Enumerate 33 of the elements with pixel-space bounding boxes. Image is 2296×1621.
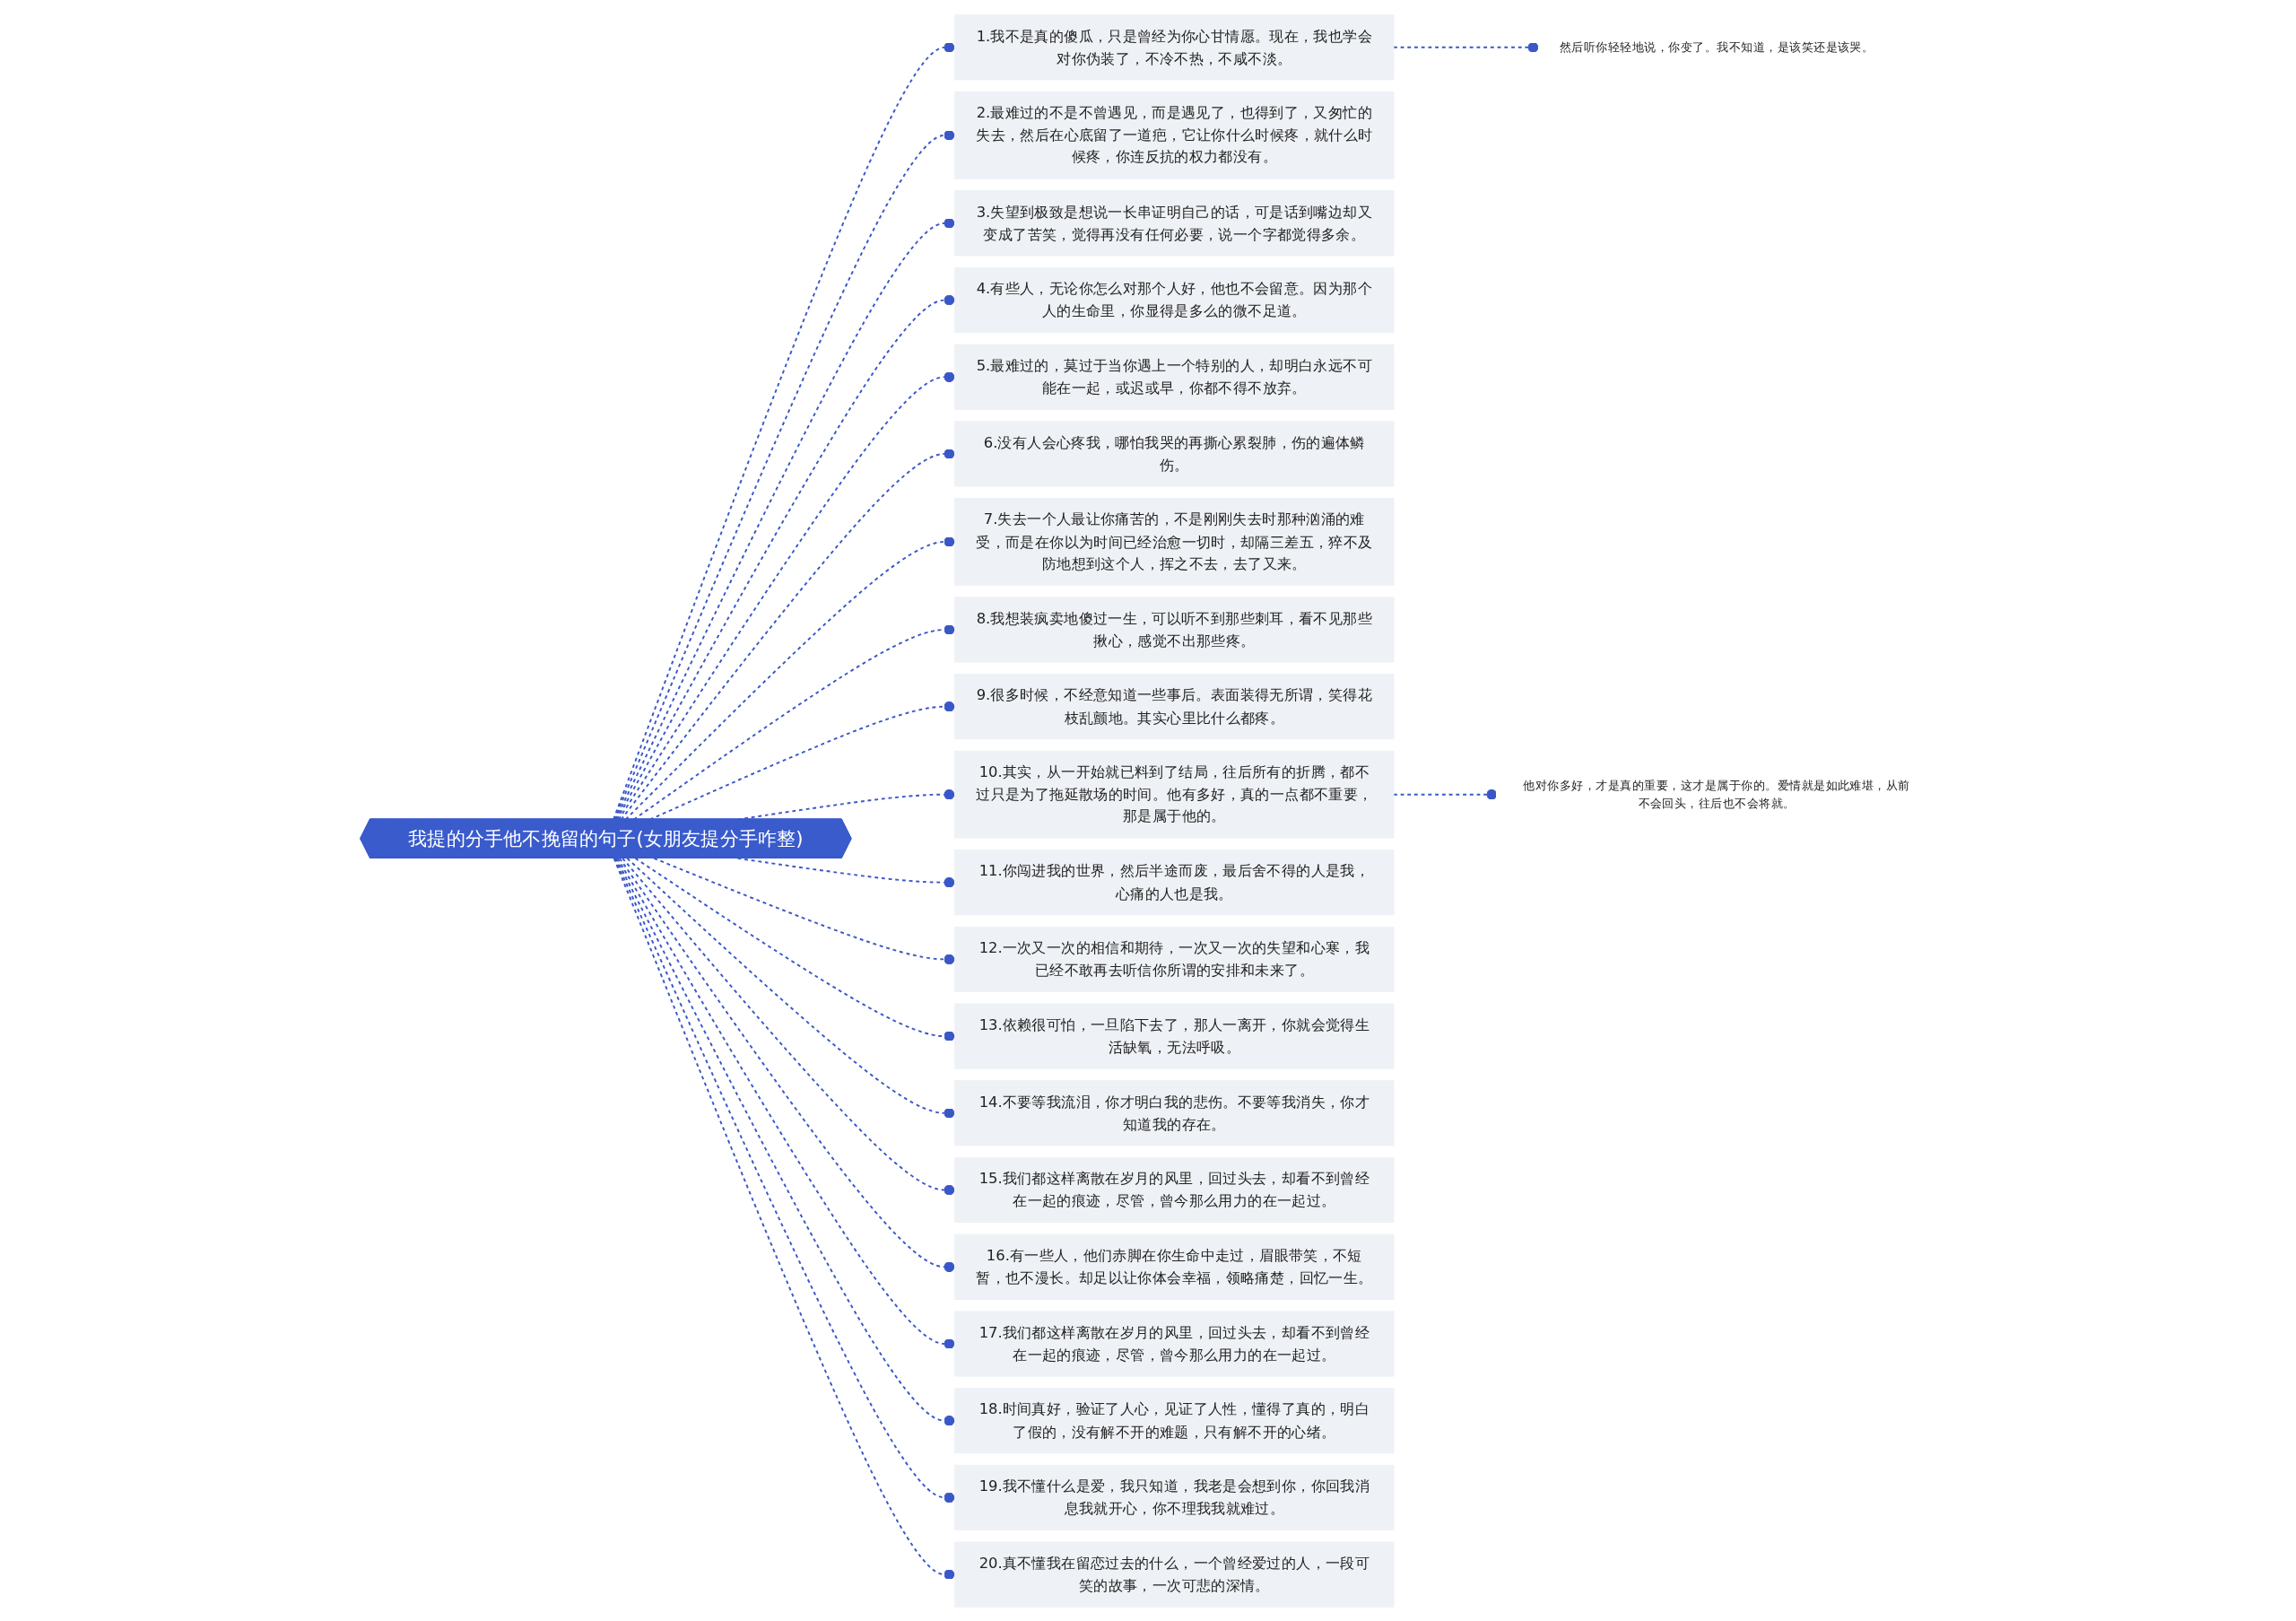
connector bbox=[622, 857, 956, 1195]
node-box: 12.一次又一次的相信和期待，一次又一次的失望和心寒，我已经不敢再去听信你所谓的安排和未来了。 bbox=[953, 926, 1395, 992]
connector bbox=[1392, 41, 1540, 53]
node-box: 20.真不懂我在留恋过去的什么，一个曾经爱过的人，一段可笑的故事，一次可悲的深情。 bbox=[953, 1541, 1395, 1608]
node-box: 15.我们都这样离散在岁月的风里，回过头去，却看不到曾经在一起的痕迹，尽管，曾今那么用力的在一起过。 bbox=[953, 1156, 1395, 1223]
connector bbox=[653, 857, 956, 964]
node-box: 10.其实，从一开始就已料到了结局，往后所有的折腾，都不过只是为了拖延散场的时间。他有多好，真的一点都不重要，那是属于他的。 bbox=[953, 750, 1395, 839]
connector bbox=[632, 623, 956, 820]
connector bbox=[626, 857, 956, 1119]
connector bbox=[1392, 789, 1499, 800]
node-box: 3.失望到极致是想说一长串证明自己的话，可是话到嘴边却又变成了苦笑，觉得再没有任何必要，说一个字都觉得多余。 bbox=[953, 189, 1395, 256]
node-text: 然后听你轻轻地说，你变了。我不知道，是该笑还是该哭。 bbox=[1559, 39, 1874, 54]
node-box: 1.我不是真的傻瓜，只是曾经为你心甘情愿。现在，我也学会对你伪装了，不冷不热，不咸不淡。 bbox=[953, 13, 1395, 80]
node-box: 7.失去一个人最让你痛苦的，不是刚刚失去时那种汹涌的难受，而是在你以为时间已经治愈一切时，却隔三差五，猝不及防地想到这个人，挥之不去，去了又来。 bbox=[953, 497, 1395, 586]
node-box: 19.我不懂什么是爱，我只知道，我老是会想到你，你回我消息我就开心，你不理我我就难过。 bbox=[953, 1464, 1395, 1530]
node-box: 9.很多时候，不经意知道一些事后。表面装得无所谓，笑得花枝乱颤地。其实心里比什么都疼。 bbox=[953, 673, 1395, 739]
node-box: 14.不要等我流泪，你才明白我的悲伤。不要等我消失，你才知道我的存在。 bbox=[953, 1079, 1395, 1146]
connector bbox=[634, 857, 956, 1041]
node-box: 8.我想装疯卖地傻过一生，可以听不到那些刺耳，看不见那些揪心，感觉不出那些疼。 bbox=[953, 596, 1395, 663]
node-box: 4.有些人，无论你怎么对那个人好，他也不会留意。因为那个人的生命里，你显得是多么的微不足道。 bbox=[953, 266, 1395, 333]
connector bbox=[624, 536, 956, 820]
node-box: 5.最难过的，莫过于当你遇上一个特别的人，却明白永远不可能在一起，或迟或早，你都不得不放弃。 bbox=[953, 344, 1395, 410]
node-box: 17.我们都这样离散在岁月的风里，回过头去，却看不到曾经在一起的痕迹，尽管，曾今那么用力的在一起过。 bbox=[953, 1310, 1395, 1377]
node-box: 2.最难过的不是不曾遇见，而是遇见了，也得到了，又匆忙的失去，然后在心底留了一道疤，它让你什么时候疼，就什么时候疼，你连反抗的权力都没有。 bbox=[953, 91, 1395, 179]
node-box: 16.有一些人，他们赤脚在你生命中走过，眉眼带笑，不短暂，也不漫长。却足以让你体会幸福，领略痛楚，回忆一生。 bbox=[953, 1233, 1395, 1300]
connector bbox=[620, 448, 956, 820]
connector bbox=[736, 857, 956, 888]
node-box: 18.时间真好，验证了人心，见证了人性，懂得了真的，明白了假的，没有解不开的难题，只有解不开的心绪。 bbox=[953, 1387, 1395, 1453]
connector bbox=[618, 857, 956, 1272]
node-box: 11.你闯进我的世界，然后半途而废，最后舍不得的人是我，心痛的人也是我。 bbox=[953, 849, 1395, 915]
node-text: 他对你多好，才是真的重要，这才是属于你的。爱情就是如此难堪，从前不会回头，往后也不会将就。 bbox=[1523, 777, 1910, 810]
node-box: 6.没有人会心疼我，哪怕我哭的再撕心累裂肺，伤的遍体鳞伤。 bbox=[953, 420, 1395, 487]
node-box: 13.依赖很可怕，一旦陷下去了，那人一离开，你就会觉得生活缺氧，无法呼吸。 bbox=[953, 1003, 1395, 1069]
